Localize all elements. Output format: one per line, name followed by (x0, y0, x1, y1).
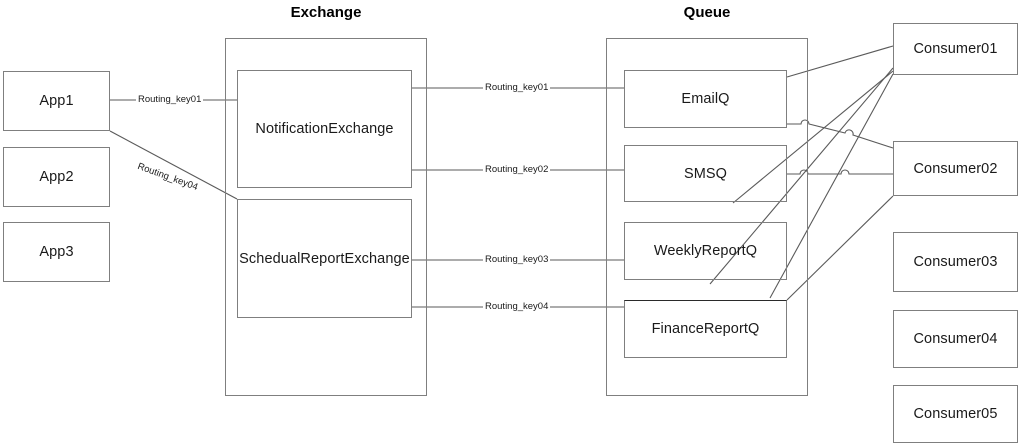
queue-container (606, 38, 808, 396)
consumer-box-consumer02[interactable]: Consumer02 (893, 141, 1018, 196)
edge-label-app1-notification: Routing_key01 (136, 94, 204, 105)
edge-emailq-consumer01 (786, 45, 894, 78)
edge-financeq-consumer01 (769, 73, 894, 299)
edge-app1-schedual (109, 130, 238, 200)
queue-box-financereportq[interactable]: FinanceReportQ (624, 300, 787, 358)
edge-smsq-consumer02 (787, 169, 893, 175)
queue-box-smsq[interactable]: SMSQ (624, 145, 787, 202)
queue-box-weeklyreportq[interactable]: WeeklyReportQ (624, 222, 787, 280)
consumer-box-consumer05[interactable]: Consumer05 (893, 385, 1018, 443)
consumer-box-consumer03[interactable]: Consumer03 (893, 232, 1018, 292)
edge-financeq-consumer02 (786, 195, 894, 301)
app-box-app2[interactable]: App2 (3, 147, 110, 207)
edge-label-schedual-financeq: Routing_key04 (483, 301, 551, 312)
section-title-queue: Queue (683, 4, 731, 21)
consumer-box-consumer04[interactable]: Consumer04 (893, 310, 1018, 368)
consumer-box-consumer01[interactable]: Consumer01 (893, 23, 1018, 75)
exchange-box-schedualreport[interactable]: SchedualReportExchange (237, 199, 412, 318)
edge-label-notification-emailq: Routing_key01 (483, 82, 551, 93)
exchange-container (225, 38, 427, 396)
edge-label-notification-smsq: Routing_key02 (483, 164, 551, 175)
queue-box-emailq[interactable]: EmailQ (624, 70, 787, 128)
edge-label-schedual-weeklyq: Routing_key03 (483, 254, 551, 265)
exchange-box-notification[interactable]: NotificationExchange (237, 70, 412, 188)
edge-emailq-consumer02 (787, 119, 894, 149)
edge-weeklyq-consumer01 (709, 67, 894, 285)
app-box-app3[interactable]: App3 (3, 222, 110, 282)
app-box-app1[interactable]: App1 (3, 71, 110, 131)
section-title-exchange: Exchange (290, 4, 362, 21)
edge-smsq-consumer01 (732, 70, 894, 204)
